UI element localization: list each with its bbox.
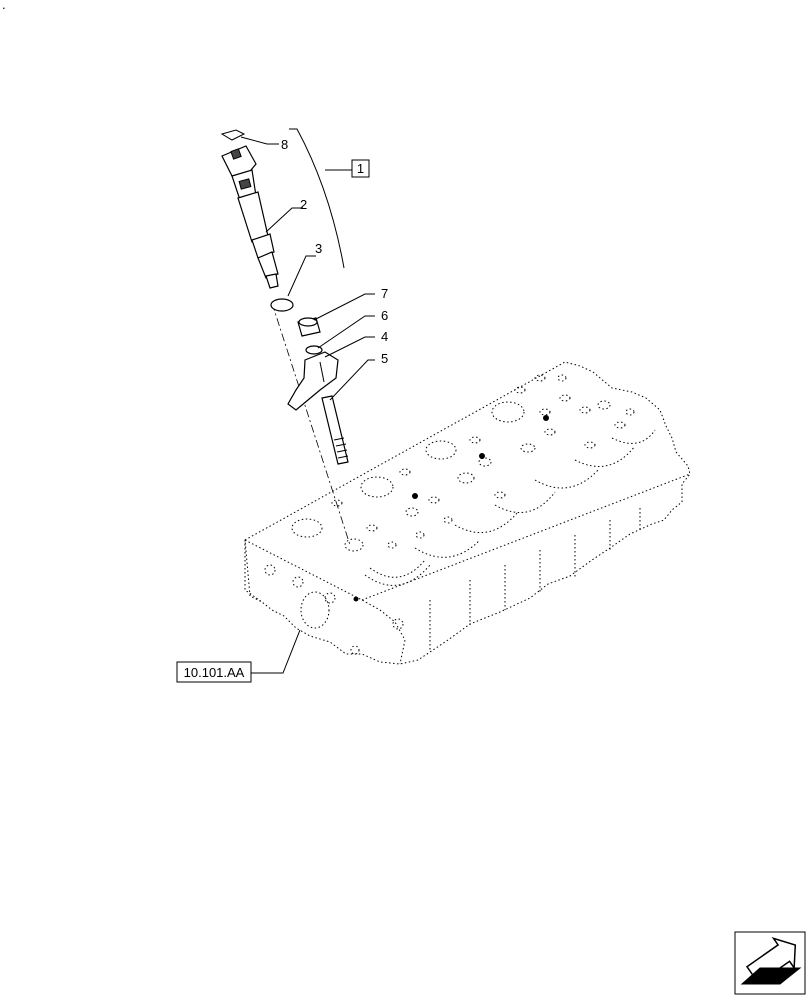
seal-washer-part <box>270 298 294 312</box>
callout-4: 4 <box>381 329 388 344</box>
injector-assembly <box>220 129 351 546</box>
group-ref-label: 1 <box>357 161 364 176</box>
callout-6: 6 <box>381 308 388 323</box>
injector-part <box>221 145 279 289</box>
group-bracket <box>289 128 345 269</box>
group-ref-box: 1 <box>351 159 370 178</box>
deck-hole-mark <box>479 453 485 459</box>
leader-lines <box>240 136 375 674</box>
callout-3: 3 <box>315 241 322 256</box>
deck-hole-mark <box>412 493 418 499</box>
callout-2: 2 <box>300 197 307 212</box>
deck-hole-mark <box>353 596 359 602</box>
clamp-part <box>287 351 339 411</box>
callout-8: 8 <box>281 137 288 152</box>
cross-ref-link[interactable]: 10.101.AA <box>176 661 252 683</box>
clip-part <box>220 129 246 141</box>
next-page-arrow-icon[interactable] <box>734 930 806 995</box>
corner-mark: . <box>2 0 6 12</box>
cylinder-head <box>244 361 691 665</box>
callout-5: 5 <box>381 351 388 366</box>
callout-7: 7 <box>381 286 388 301</box>
deck-hole-mark <box>543 415 549 421</box>
cross-ref-label: 10.101.AA <box>184 665 245 680</box>
nut-part <box>297 317 321 337</box>
stud-part <box>321 395 349 465</box>
